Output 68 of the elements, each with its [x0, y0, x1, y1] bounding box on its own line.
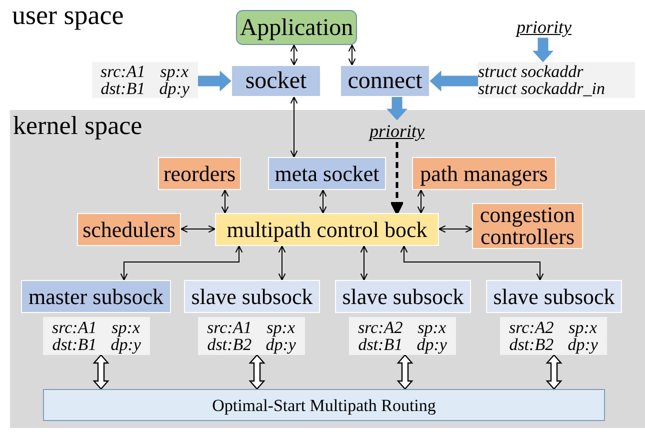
address-text: dst:B2 [509, 336, 554, 353]
address-text: dst:B1 [358, 336, 403, 353]
address-text: sp:x [568, 319, 598, 336]
process-box: connect [340, 65, 430, 97]
control-block-box: multipath control bock [215, 213, 439, 246]
arrow [438, 225, 473, 233]
double-arrow [248, 354, 266, 390]
arrow [360, 245, 368, 281]
arrow [120, 245, 243, 281]
double-arrow [546, 354, 562, 390]
app-box: Application [236, 10, 357, 45]
double-arrow [92, 354, 110, 390]
subsocket-box: slave subsock [486, 280, 622, 313]
arrow [417, 189, 425, 214]
arrow [400, 245, 544, 281]
address-text: src:A2 [358, 319, 403, 336]
socket-box: socket [231, 65, 321, 97]
routing-box: Optimal-Start Multipath Routing [43, 389, 605, 421]
module-box: schedulers [77, 213, 181, 246]
address-box [500, 317, 607, 355]
arrow [221, 189, 229, 214]
block-arrow [386, 96, 408, 120]
address-text: dp:y [568, 336, 598, 353]
address-text: struct sockaddr [478, 63, 584, 80]
address-text: dp:y [159, 80, 190, 97]
priority-label: priority [500, 16, 588, 38]
address-box [92, 62, 198, 98]
address-text: dp:y [266, 336, 296, 353]
address-text: struct sockaddr_in [478, 80, 606, 97]
address-text: dst:B1 [52, 336, 97, 353]
module-box: path managers [412, 157, 556, 190]
arrow [278, 245, 286, 281]
section-label: user space [12, 2, 124, 29]
subsocket-box: master subsock [21, 280, 171, 313]
block-arrow [198, 70, 232, 92]
address-box [43, 317, 150, 355]
block-arrow [430, 70, 478, 92]
socket-box: meta socket [268, 157, 386, 190]
panel-title: kernel space [13, 113, 142, 139]
address-text: dst:B2 [207, 336, 252, 353]
address-text: dp:y [416, 336, 447, 353]
kernel-space-panel [10, 110, 645, 428]
address-text: dp:y [110, 336, 141, 353]
address-text: sp:x [110, 319, 141, 336]
block-arrow [532, 38, 554, 62]
address-text: src:A2 [509, 319, 554, 336]
arrow [290, 44, 298, 66]
arrow [180, 225, 216, 233]
address-box [349, 317, 456, 355]
address-text: sp:x [416, 319, 447, 336]
module-box: congestion controllers [472, 203, 583, 249]
double-arrow [396, 354, 414, 390]
arrow [348, 44, 356, 66]
subsocket-box: slave subsock [335, 280, 471, 313]
address-box [198, 317, 305, 355]
address-text: src:A1 [100, 63, 146, 80]
address-text: src:A1 [207, 319, 252, 336]
dashed-arrow [390, 142, 404, 215]
arrow [290, 96, 298, 158]
address-text: sp:x [266, 319, 296, 336]
struct-box [478, 62, 635, 98]
address-text: dst:B1 [100, 80, 146, 97]
address-text: src:A1 [52, 319, 97, 336]
module-box: reorders [158, 157, 241, 190]
subsocket-box: slave subsock [184, 280, 320, 313]
priority-label: priority [360, 120, 434, 142]
arrow [319, 189, 327, 214]
address-text: sp:x [159, 63, 190, 80]
